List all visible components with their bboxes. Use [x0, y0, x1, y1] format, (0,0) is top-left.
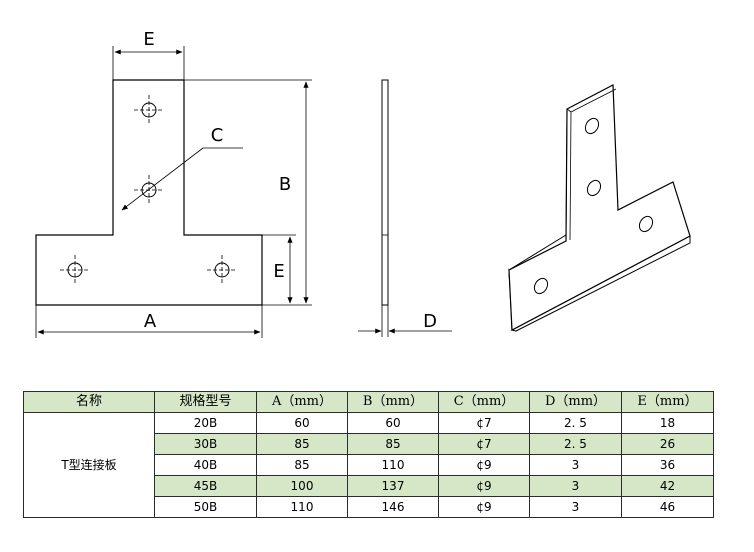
cell-b: 85	[347, 433, 439, 455]
cell-d: 2. 5	[529, 433, 622, 455]
dimension-a: A	[35, 305, 263, 338]
cell-a: 110	[256, 496, 348, 518]
dimension-e-top: E	[112, 29, 185, 80]
table-row: T型连接板 20B 60 60 ¢7 2. 5 18	[23, 412, 714, 518]
cell-c: ¢7	[438, 412, 530, 434]
cell-model: 45B	[154, 475, 257, 497]
hole-right	[207, 255, 237, 285]
cell-model: 40B	[154, 454, 257, 476]
hole-middle	[134, 175, 164, 205]
cell-d: 3	[529, 496, 622, 518]
dimension-e-right: E	[262, 234, 296, 304]
hole-top	[134, 95, 164, 125]
label-a: A	[144, 311, 157, 332]
spec-table: 名称 规格型号 A（mm） B（mm） C（mm） D（mm） E（mm） T型…	[23, 391, 714, 518]
cell-model: 50B	[154, 496, 257, 518]
cell-c: ¢7	[438, 433, 530, 455]
cell-a: 60	[256, 412, 348, 434]
header-d: D（mm）	[529, 391, 622, 413]
isometric-view	[508, 84, 691, 332]
hole-left	[60, 255, 90, 285]
plate-edge	[381, 79, 389, 306]
cell-b: 146	[347, 496, 439, 518]
cell-c: ¢9	[438, 496, 530, 518]
label-e-right: E	[273, 261, 284, 282]
cell-c: ¢9	[438, 475, 530, 497]
header-name: 名称	[23, 391, 155, 413]
cell-a: 85	[256, 454, 348, 476]
cell-b: 110	[347, 454, 439, 476]
dimension-b: B	[184, 79, 312, 306]
cell-d: 3	[529, 475, 622, 497]
cell-e: 26	[621, 433, 714, 455]
cell-c: ¢9	[438, 454, 530, 476]
cell-e: 36	[621, 454, 714, 476]
table-row: 40B 85 110 ¢9 3 36	[24, 454, 714, 476]
table-row: 45B 100 137 ¢9 3 42	[24, 475, 714, 497]
header-e: E（mm）	[621, 391, 714, 413]
product-name-cell: T型连接板	[23, 412, 155, 518]
header-model: 规格型号	[154, 391, 257, 413]
iso-plate-face	[508, 84, 691, 331]
cell-a: 100	[256, 475, 348, 497]
label-c: C	[211, 125, 224, 146]
technical-drawing: E B E A C	[35, 29, 691, 338]
label-d: D	[423, 311, 437, 332]
cell-e: 46	[621, 496, 714, 518]
side-view: D	[358, 79, 452, 337]
cell-e: 42	[621, 475, 714, 497]
cell-d: 2. 5	[529, 412, 622, 434]
label-b: B	[279, 174, 291, 195]
front-view: E B E A C	[35, 29, 312, 338]
cell-b: 60	[347, 412, 439, 434]
header-b: B（mm）	[347, 391, 439, 413]
iso-hole-middle	[586, 179, 602, 197]
cell-e: 18	[621, 412, 714, 434]
header-a: A（mm）	[256, 391, 348, 413]
cell-d: 3	[529, 454, 622, 476]
table-header-row: 名称 规格型号 A（mm） B（mm） C（mm） D（mm） E（mm）	[23, 391, 714, 413]
cell-model: 20B	[154, 412, 257, 434]
iso-hole-right	[638, 215, 654, 233]
iso-hole-top	[584, 117, 600, 135]
table-row: 50B 110 146 ¢9 3 46	[24, 496, 714, 518]
dimension-c: C	[121, 125, 243, 211]
header-c: C（mm）	[438, 391, 530, 413]
cell-model: 30B	[154, 433, 257, 455]
cell-b: 137	[347, 475, 439, 497]
iso-hole-left	[533, 277, 549, 295]
label-e-top: E	[143, 29, 154, 50]
cell-a: 85	[256, 433, 348, 455]
